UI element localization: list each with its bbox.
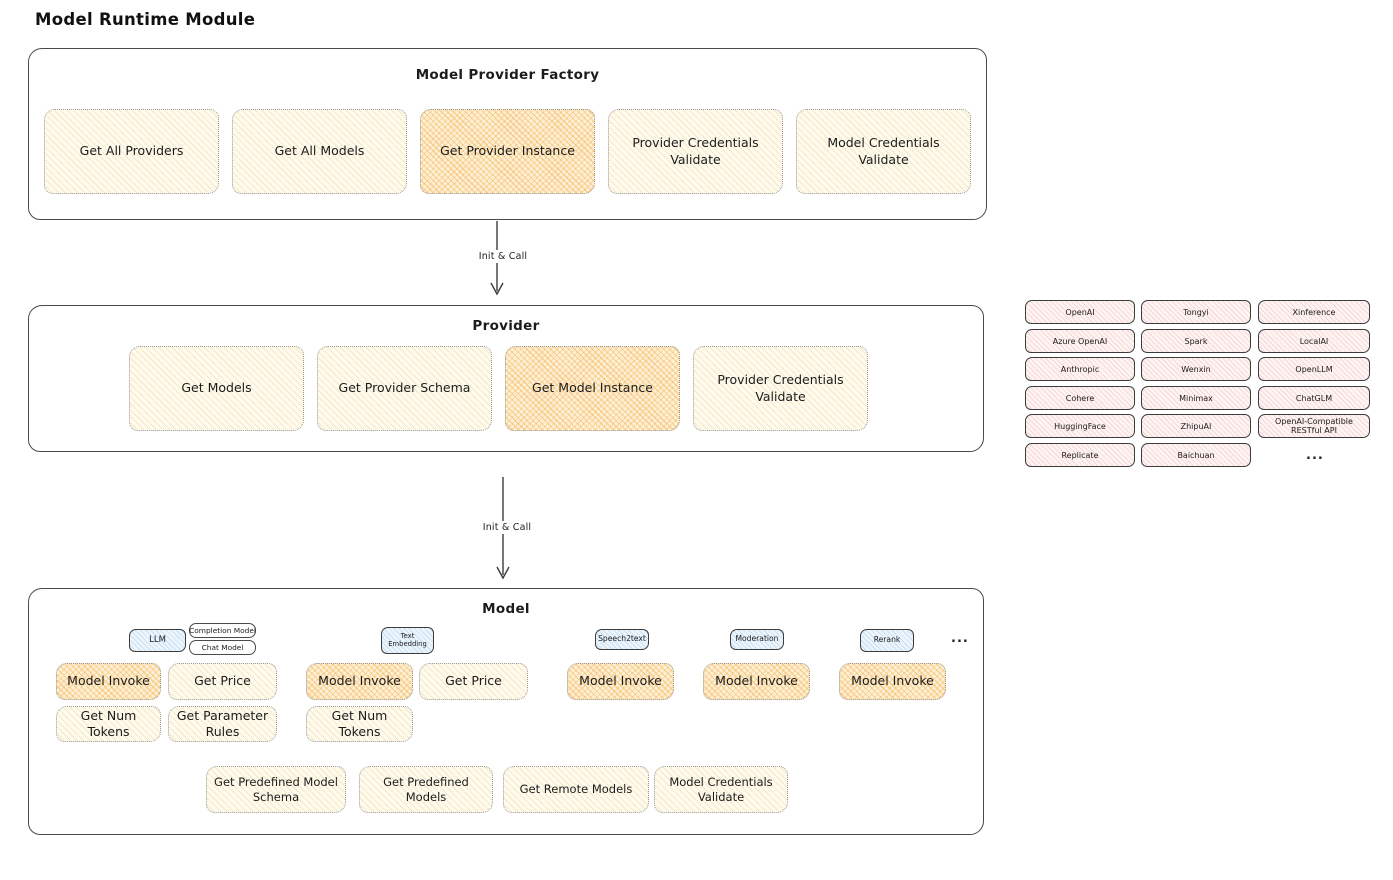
node-label: Get Parameter Rules bbox=[176, 707, 269, 739]
node-label: Model Credentials Validate bbox=[669, 774, 773, 804]
tag-text-embedding: Text Embedding bbox=[381, 627, 434, 654]
provider-minimax: Minimax bbox=[1141, 386, 1251, 410]
provider-list-more: ... bbox=[1306, 448, 1324, 463]
provider-chatglm: ChatGLM bbox=[1258, 386, 1370, 410]
node-label: Provider Credentials Validate bbox=[632, 135, 759, 167]
tag-speech2text: Speech2text bbox=[595, 629, 649, 650]
node-embedding-get-num-tokens: Get Num Tokens bbox=[306, 706, 413, 742]
tag-completion-model: Completion Model bbox=[189, 623, 256, 638]
diagram-title: Model Runtime Module bbox=[35, 10, 256, 29]
node-get-model-instance: Get Model Instance bbox=[505, 346, 680, 431]
provider-tongyi: Tongyi bbox=[1141, 300, 1251, 324]
provider-xinference: Xinference bbox=[1258, 300, 1370, 324]
node-label: Get Provider Instance bbox=[440, 143, 575, 159]
provider-openai-compatible: OpenAI-Compatible RESTful API bbox=[1258, 414, 1370, 438]
node-label: Provider Credentials Validate bbox=[717, 372, 844, 404]
node-label: Model Invoke bbox=[318, 673, 401, 689]
node-label: Model Invoke bbox=[67, 673, 150, 689]
node-provider-credentials-validate: Provider Credentials Validate bbox=[608, 109, 783, 194]
provider-wenxin: Wenxin bbox=[1141, 357, 1251, 381]
provider-openai: OpenAI bbox=[1025, 300, 1135, 324]
provider-box: Provider Get Models Get Provider Schema … bbox=[28, 305, 984, 452]
provider-localai: LocalAI bbox=[1258, 329, 1370, 353]
provider-anthropic: Anthropic bbox=[1025, 357, 1135, 381]
tag-llm: LLM bbox=[129, 629, 186, 652]
node-label: Model Invoke bbox=[715, 673, 798, 689]
node-llm-get-parameter-rules: Get Parameter Rules bbox=[168, 706, 277, 742]
node-get-predefined-model-schema: Get Predefined Model Schema bbox=[206, 766, 346, 813]
node-get-provider-instance: Get Provider Instance bbox=[420, 109, 595, 194]
provider-openllm: OpenLLM bbox=[1258, 357, 1370, 381]
node-label: Get Num Tokens bbox=[331, 707, 388, 739]
model-provider-factory-box: Model Provider Factory Get All Providers… bbox=[28, 48, 987, 220]
node-label: Get Predefined Model Schema bbox=[214, 774, 338, 804]
provider-cohere: Cohere bbox=[1025, 386, 1135, 410]
node-rerank-model-invoke: Model Invoke bbox=[839, 663, 946, 700]
model-types-more: ... bbox=[951, 631, 969, 646]
node-llm-get-price: Get Price bbox=[168, 663, 277, 700]
node-model-credentials-validate: Model Credentials Validate bbox=[796, 109, 971, 194]
node-label: Get Num Tokens bbox=[80, 707, 137, 739]
node-label: Get Price bbox=[194, 673, 251, 689]
node-model-credentials-validate-2: Model Credentials Validate bbox=[654, 766, 788, 813]
node-get-remote-models: Get Remote Models bbox=[503, 766, 649, 813]
provider-baichuan: Baichuan bbox=[1141, 443, 1251, 467]
node-label: Model Invoke bbox=[579, 673, 662, 689]
node-label: Get Price bbox=[445, 673, 502, 689]
tag-chat-model: Chat Model bbox=[189, 640, 256, 655]
tag-moderation: Moderation bbox=[730, 629, 784, 650]
node-label: Get All Providers bbox=[79, 143, 184, 159]
provider-zhipuai: ZhipuAI bbox=[1141, 414, 1251, 438]
node-label: Model Invoke bbox=[851, 673, 934, 689]
init-call-label-1: Init & Call bbox=[470, 250, 536, 263]
provider-azure-openai: Azure OpenAI bbox=[1025, 329, 1135, 353]
provider-huggingface: HuggingFace bbox=[1025, 414, 1135, 438]
node-label: Get Remote Models bbox=[519, 782, 633, 797]
model-box: Model LLM Completion Model Chat Model Te… bbox=[28, 588, 984, 835]
node-label: Get Provider Schema bbox=[338, 380, 471, 396]
node-label: Get All Models bbox=[274, 143, 365, 159]
node-speech2text-model-invoke: Model Invoke bbox=[567, 663, 674, 700]
node-moderation-model-invoke: Model Invoke bbox=[703, 663, 810, 700]
node-provider-credentials-validate-2: Provider Credentials Validate bbox=[693, 346, 868, 431]
provider-spark: Spark bbox=[1141, 329, 1251, 353]
provider-replicate: Replicate bbox=[1025, 443, 1135, 467]
node-embedding-get-price: Get Price bbox=[419, 663, 528, 700]
node-get-all-providers: Get All Providers bbox=[44, 109, 219, 194]
node-embedding-model-invoke: Model Invoke bbox=[306, 663, 413, 700]
node-get-models: Get Models bbox=[129, 346, 304, 431]
node-label: Get Model Instance bbox=[532, 380, 653, 396]
model-title: Model bbox=[482, 601, 530, 617]
factory-title: Model Provider Factory bbox=[415, 67, 600, 83]
node-get-predefined-models: Get Predefined Models bbox=[359, 766, 493, 813]
node-label: Get Predefined Models bbox=[383, 774, 469, 804]
node-llm-get-num-tokens: Get Num Tokens bbox=[56, 706, 161, 742]
node-label: Get Models bbox=[181, 380, 252, 396]
node-llm-model-invoke: Model Invoke bbox=[56, 663, 161, 700]
node-label: Model Credentials Validate bbox=[827, 135, 940, 167]
node-get-provider-schema: Get Provider Schema bbox=[317, 346, 492, 431]
tag-rerank: Rerank bbox=[860, 629, 914, 652]
init-call-label-2: Init & Call bbox=[474, 521, 540, 534]
node-get-all-models: Get All Models bbox=[232, 109, 407, 194]
provider-title: Provider bbox=[472, 318, 540, 334]
